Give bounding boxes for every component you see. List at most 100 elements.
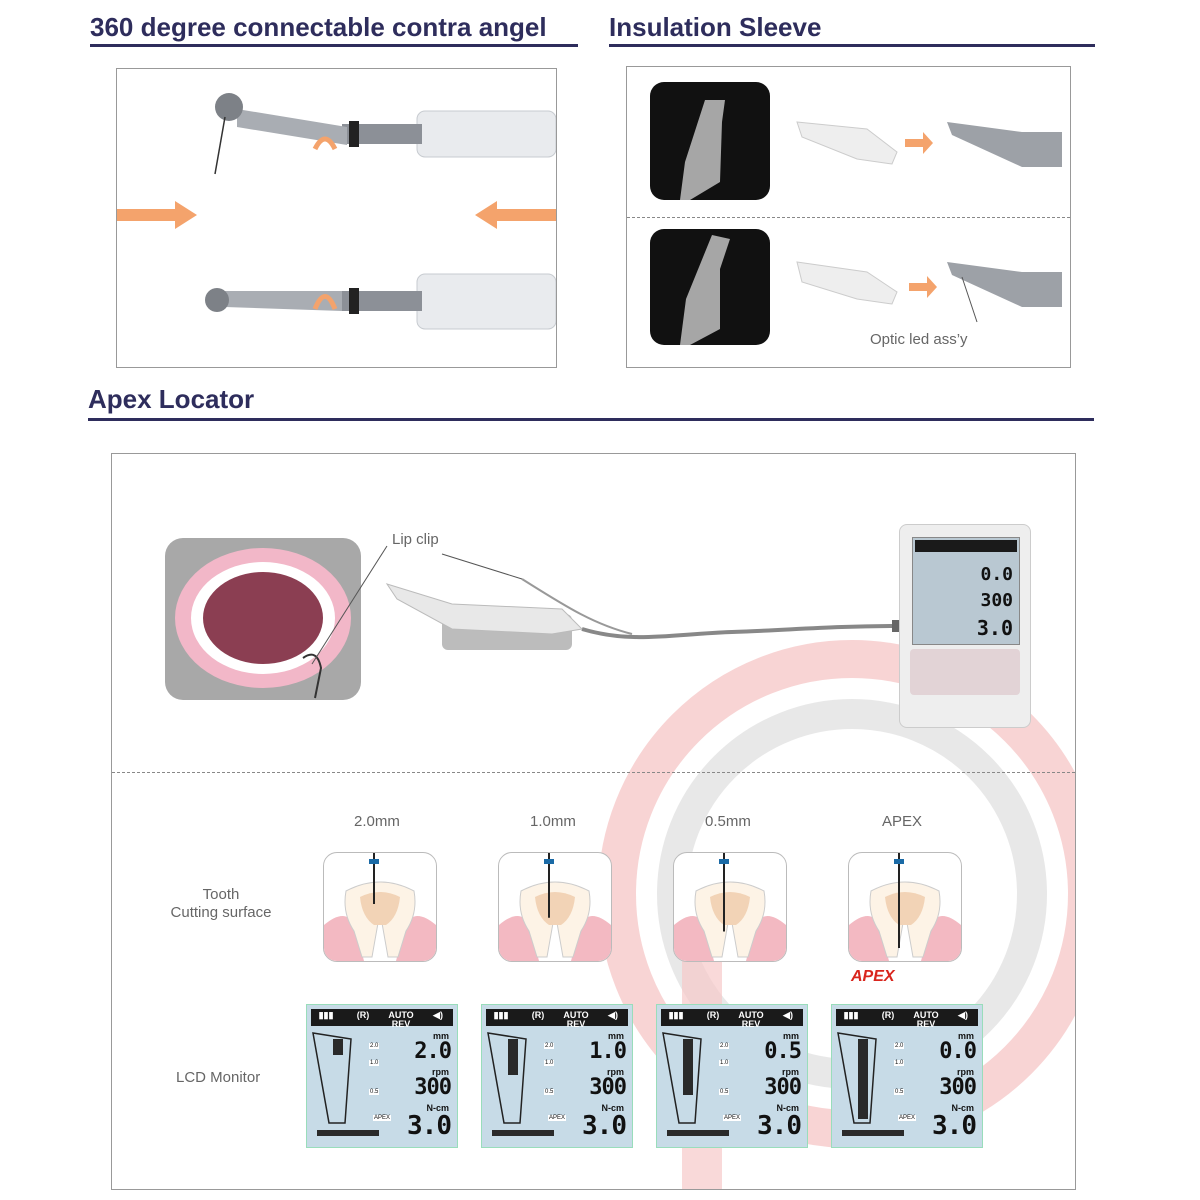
device-keypad — [910, 649, 1020, 695]
device-ncm: 3.0 — [976, 616, 1013, 640]
sleeve-divider — [627, 217, 1070, 218]
lcd-row-label: LCD Monitor — [176, 1069, 261, 1086]
contra-angle-panel — [116, 68, 557, 368]
speaker-icon: ◀) — [958, 1010, 968, 1020]
lcd-ncm-value: 3.0 — [757, 1111, 802, 1141]
lcd-depth-fill — [858, 1039, 868, 1119]
lcd-ncm-unit: N-cm — [601, 1103, 624, 1113]
apex-panel: Lip clip 0.0 300 3.0 Tooth Cutting surfa… — [111, 453, 1076, 1190]
lcd-auto: AUTO — [738, 1010, 764, 1020]
lcd-ncm-value: 3.0 — [932, 1111, 977, 1141]
lcd-auto: AUTO — [388, 1010, 414, 1020]
lcd-tick-10: 1.0 — [894, 1060, 905, 1066]
sleeve-illustration — [796, 121, 1062, 323]
lcd-r: (R) — [531, 1010, 545, 1020]
arrow-left-icon — [475, 201, 556, 229]
lcd-mm-unit: mm — [957, 1031, 974, 1041]
sleeve-rule — [609, 44, 1095, 47]
lcd-rev: REV — [916, 1019, 936, 1029]
lcd-tick-05: 0.5 — [894, 1089, 905, 1095]
contra-angle-title: 360 degree connectable contra angel — [90, 12, 547, 42]
tooth-diagram — [498, 852, 612, 962]
lcd-mm-unit: mm — [607, 1031, 624, 1041]
lip-clip-label: Lip clip — [392, 531, 439, 548]
sleeve-panel: Optic led ass’y — [626, 66, 1071, 368]
lcd-tick-apex: APEX — [898, 1115, 917, 1121]
lcd-tick-20: 2.0 — [369, 1043, 380, 1049]
apex-marker-label: APEX — [851, 968, 895, 985]
tooth-row-label: Tooth Cutting surface — [170, 886, 272, 921]
lcd-tick-apex: APEX — [373, 1115, 392, 1121]
lcd-mm-value: 2.0 — [414, 1039, 452, 1064]
sleeve-photo-2 — [650, 229, 770, 345]
stage-label: APEX — [882, 813, 923, 830]
lcd-rpm-unit: rpm — [781, 1067, 799, 1077]
optic-led-caption: Optic led ass’y — [870, 331, 968, 348]
lcd-rpm-unit: rpm — [956, 1067, 974, 1077]
lcd-tick-20: 2.0 — [894, 1043, 905, 1049]
apex-rule — [88, 418, 1094, 421]
lcd-tick-apex: APEX — [548, 1115, 567, 1121]
apex-divider — [112, 772, 1075, 773]
sleeve-title: Insulation Sleeve — [609, 12, 822, 42]
lcd-rev: REV — [391, 1019, 411, 1029]
lcd-r: (R) — [706, 1010, 720, 1020]
arrow-right-icon — [117, 201, 197, 229]
speaker-icon: ◀) — [608, 1010, 618, 1020]
lcd-tick-20: 2.0 — [544, 1043, 555, 1049]
speaker-icon: ◀) — [433, 1010, 443, 1020]
endo-motor-device: 0.0 300 3.0 — [899, 524, 1031, 728]
lcd-tick-05: 0.5 — [369, 1089, 380, 1095]
lcd-ncm-unit: N-cm — [951, 1103, 974, 1113]
lcd-rpm-value: 300 — [764, 1075, 802, 1100]
arrow-right-icon — [905, 132, 933, 154]
lcd-mm-value: 0.5 — [764, 1039, 802, 1064]
contra-angle-rule — [90, 44, 578, 47]
tooth-diagram — [848, 852, 962, 962]
lcd-mm-value: 1.0 — [589, 1039, 627, 1064]
lcd-rev: REV — [741, 1019, 761, 1029]
lcd-tick-10: 1.0 — [719, 1060, 730, 1066]
lcd-ncm-value: 3.0 — [582, 1111, 627, 1141]
lcd-ncm-value: 3.0 — [407, 1111, 452, 1141]
lcd-mm-unit: mm — [432, 1031, 449, 1041]
lcd-ncm-unit: N-cm — [426, 1103, 449, 1113]
mouth-illustration — [165, 538, 361, 700]
lcd-rev: REV — [566, 1019, 586, 1029]
lcd-depth-fill — [508, 1039, 518, 1075]
device-screen: 0.0 300 3.0 — [912, 537, 1020, 645]
lcd-rpm-value: 300 — [939, 1075, 977, 1100]
speaker-icon: ◀) — [783, 1010, 793, 1020]
lcd-mm-value: 0.0 — [939, 1039, 977, 1064]
tooth-diagram — [323, 852, 437, 962]
lcd-ncm-unit: N-cm — [776, 1103, 799, 1113]
lcd-depth-fill — [683, 1039, 693, 1095]
handpiece-top — [214, 93, 556, 175]
lcd-auto: AUTO — [563, 1010, 589, 1020]
lcd-rpm-unit: rpm — [606, 1067, 624, 1077]
lcd-tick-20: 2.0 — [719, 1043, 730, 1049]
lcd-tick-apex: APEX — [723, 1115, 742, 1121]
tooth-diagram — [673, 852, 787, 962]
lcd-tick-05: 0.5 — [719, 1089, 730, 1095]
lcd-rpm-unit: rpm — [431, 1067, 449, 1077]
sleeve-photo-1 — [650, 82, 770, 200]
lcd-rpm-value: 300 — [589, 1075, 627, 1100]
device-rpm: 300 — [980, 590, 1013, 611]
handpiece-bottom — [205, 273, 556, 330]
lcd-depth-fill — [333, 1039, 343, 1055]
lcd-rpm-value: 300 — [414, 1075, 452, 1100]
lcd-r: (R) — [356, 1010, 370, 1020]
device-mm: 0.0 — [980, 564, 1013, 585]
lcd-auto: AUTO — [913, 1010, 939, 1020]
contra-angle-illustration — [117, 93, 556, 330]
lcd-r: (R) — [881, 1010, 895, 1020]
stage-label: 1.0mm — [530, 813, 576, 830]
apex-setup-illustration — [311, 545, 912, 665]
lcd-tick-05: 0.5 — [544, 1089, 555, 1095]
lcd-tick-10: 1.0 — [544, 1060, 555, 1066]
lcd-mm-unit: mm — [782, 1031, 799, 1041]
